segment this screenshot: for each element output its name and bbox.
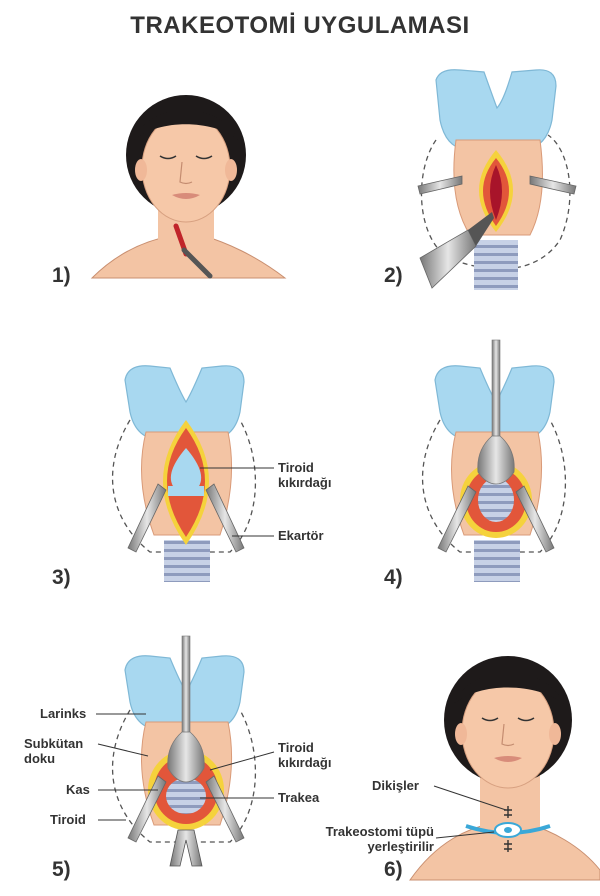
retractor-right-icon [205,775,245,843]
label-tiroid: Tiroid [50,812,86,827]
label-larinks: Larinks [40,706,87,721]
scalpel-icon [419,229,477,289]
suture-bottom-icon [504,840,512,852]
label-tiroid-kikirdagi: Tiroid kıkırdağı [278,460,332,490]
dilator-tip-icon [167,731,205,783]
retractor-right-icon [515,485,555,553]
step-3-label: 3) [52,566,71,589]
label-subkutan-doku: Subkütan doku [24,736,84,766]
page-title: TRAKEOTOMİ UYGULAMASI [130,12,470,39]
panel-2-incision [417,69,577,290]
dilator-tip-icon [477,435,515,485]
retractor-right-icon [529,175,577,195]
retractor-right-icon [205,483,245,553]
label-tiroid-kikirdagi-2: Tiroid kıkırdağı [278,740,332,770]
step-2-label: 2) [384,264,403,287]
label-kas: Kas [66,782,90,797]
step-1-label: 1) [52,264,71,287]
step-5-label: 5) [52,858,71,881]
panel-6-face-with-tube [409,656,600,881]
label-dikisler: Dikişler [372,778,419,793]
step-6-label: 6) [384,858,403,881]
retractor-left-icon [127,775,167,843]
retractor-left-icon [127,483,167,553]
panel-5-anatomy [96,635,275,867]
dilator-handle-icon [181,635,191,737]
thyroid-cartilage-shape [170,448,202,490]
retractor-left-icon [437,485,477,553]
label-trakeostomi-tupu: Trakeostomi tüpü yerleştirilir [325,824,434,854]
dilator-handle-icon [491,339,501,441]
retractor-left-icon [417,175,463,195]
panel-1-face [90,95,287,279]
panel-3-exposure [111,365,274,582]
panel-4-insertion [421,339,567,582]
step-4-label: 4) [384,566,403,589]
label-trakea: Trakea [278,790,320,805]
label-ekartor: Ekartör [278,528,324,543]
forceps-icon [169,829,203,867]
scalpel-icon [181,247,213,279]
